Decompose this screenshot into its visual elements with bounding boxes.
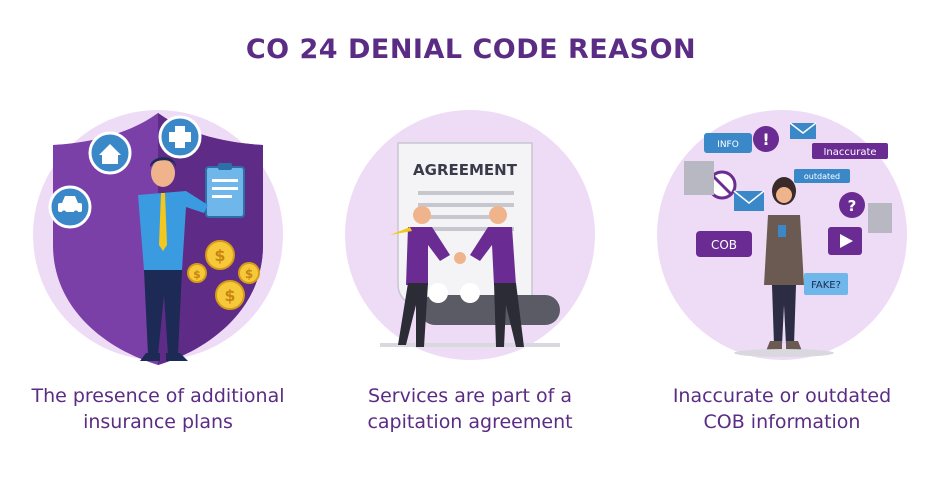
clipboard-icon (205, 163, 245, 218)
cob-information-illustration: INFO ! Inaccurate outdated ? (632, 95, 932, 375)
alert-icon: ! (753, 126, 779, 152)
caption-line-2: COB information (703, 411, 861, 433)
svg-text:$: $ (224, 286, 235, 305)
dollar-coin-icon: $ $ $ $ (187, 240, 260, 310)
agreement-heading: AGREEMENT (413, 161, 518, 179)
svg-text:FAKE?: FAKE? (811, 280, 841, 291)
fake-tag: FAKE? (804, 273, 848, 295)
svg-text:!: ! (762, 130, 769, 149)
caption-line-1: The presence of additional (31, 385, 285, 407)
capitation-agreement-illustration: AGREEMENT (320, 95, 620, 375)
play-icon (828, 227, 862, 255)
cob-tag: COB (696, 231, 752, 257)
svg-text:$: $ (214, 246, 225, 265)
page-title: CO 24 DENIAL CODE REASON (245, 34, 697, 65)
info-tag: INFO (704, 133, 752, 153)
svg-text:outdated: outdated (804, 172, 840, 181)
document-scroll-roll (380, 283, 560, 347)
businessman-left-figure (390, 206, 450, 347)
svg-text:$: $ (193, 268, 201, 281)
svg-text:$: $ (245, 267, 253, 281)
email-icon (789, 122, 817, 139)
svg-text:COB: COB (711, 238, 737, 252)
caption-line-2: insurance plans (83, 411, 233, 433)
caption-line-1: Inaccurate or outdated (672, 385, 892, 407)
home-icon (88, 131, 132, 175)
caption-line-1: Services are part of a (368, 385, 572, 407)
svg-text:?: ? (848, 197, 857, 215)
insurance-plans-illustration: $ $ $ $ (8, 95, 308, 375)
outdated-tag: outdated (794, 169, 850, 183)
svg-text:Inaccurate: Inaccurate (823, 147, 876, 158)
handshake-icon (454, 252, 466, 264)
businessman-figure (138, 157, 208, 361)
caption-line-2: capitation agreement (367, 411, 573, 433)
businessman-right-figure (470, 206, 524, 347)
medical-cross-icon (158, 115, 202, 159)
inaccurate-tag: Inaccurate (812, 143, 888, 159)
question-icon: ? (839, 192, 865, 218)
car-icon (48, 185, 92, 229)
email-icon-small (733, 190, 765, 211)
woman-figure (764, 177, 804, 351)
svg-text:INFO: INFO (717, 140, 739, 150)
